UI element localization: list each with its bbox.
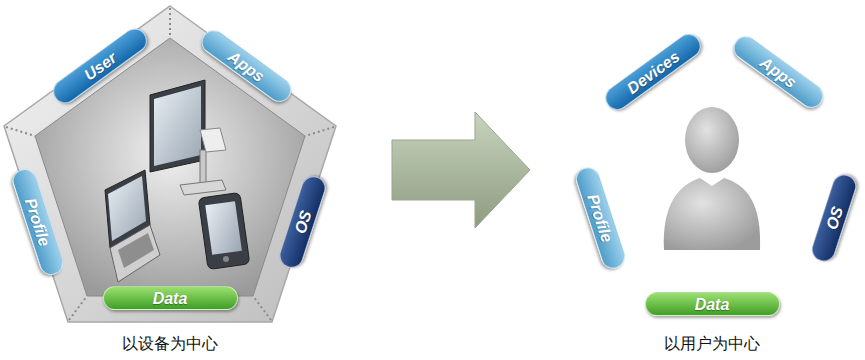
label-pill: OS <box>809 171 860 264</box>
device-pentagon <box>4 6 336 322</box>
label-pill: Devices <box>601 29 706 114</box>
caption-text: 以用户为中心 <box>664 334 760 355</box>
label-pill: Apps <box>728 31 827 112</box>
caption-text: 以设备为中心 <box>122 334 218 355</box>
person-silhouette <box>664 107 760 250</box>
laptop-icon <box>105 170 160 282</box>
label-pill: Data <box>103 286 238 310</box>
label-pill: Profile <box>572 164 627 271</box>
pill-text: OS <box>291 209 314 236</box>
pill-text: OS <box>823 205 846 232</box>
pill-text: Apps <box>757 54 799 91</box>
label-pill: Data <box>645 292 780 316</box>
pill-text: Profile <box>584 192 616 245</box>
phone-icon <box>198 192 250 269</box>
transition-arrow <box>392 112 530 228</box>
pill-text: Devices <box>624 48 683 97</box>
monitor-icon <box>150 80 226 195</box>
pill-text: Data <box>153 290 188 307</box>
pill-text: Data <box>695 296 730 313</box>
